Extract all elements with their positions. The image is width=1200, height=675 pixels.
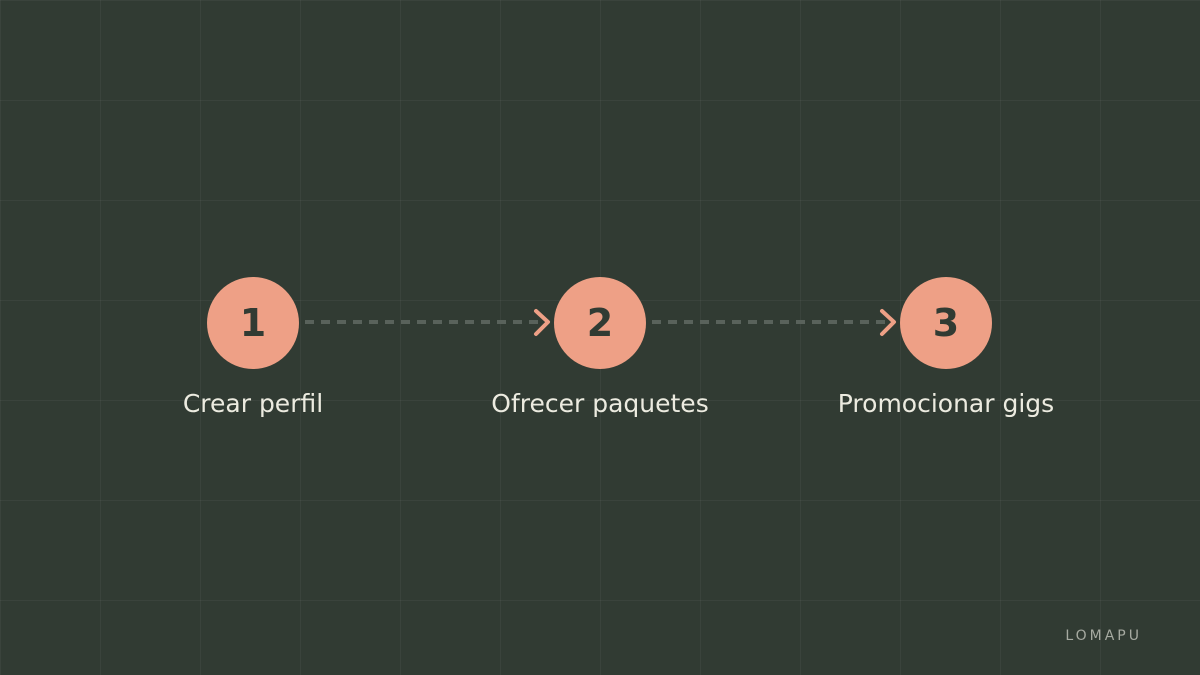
step-label: Promocionar gigs bbox=[837, 389, 1055, 418]
brand-wordmark: LOMAPU bbox=[1065, 628, 1142, 644]
step-number: 1 bbox=[239, 301, 267, 345]
connector-1-to-2 bbox=[305, 309, 550, 336]
step-1: 1 Crear perfil bbox=[123, 277, 383, 419]
connector-2-to-3 bbox=[652, 309, 896, 336]
step-3: 3 Promocionar gigs bbox=[816, 277, 1076, 419]
step-2: 2 Ofrecer paquetes bbox=[470, 277, 730, 419]
step-number-badge: 2 bbox=[554, 277, 646, 369]
step-number-badge: 1 bbox=[207, 277, 299, 369]
arrow-right-icon bbox=[880, 309, 896, 336]
step-label: Ofrecer paquetes bbox=[491, 389, 709, 418]
step-number-badge: 3 bbox=[900, 277, 992, 369]
step-number: 3 bbox=[932, 301, 960, 345]
step-number: 2 bbox=[586, 301, 614, 345]
arrow-right-icon bbox=[534, 309, 550, 336]
step-label: Crear perfil bbox=[182, 389, 324, 418]
